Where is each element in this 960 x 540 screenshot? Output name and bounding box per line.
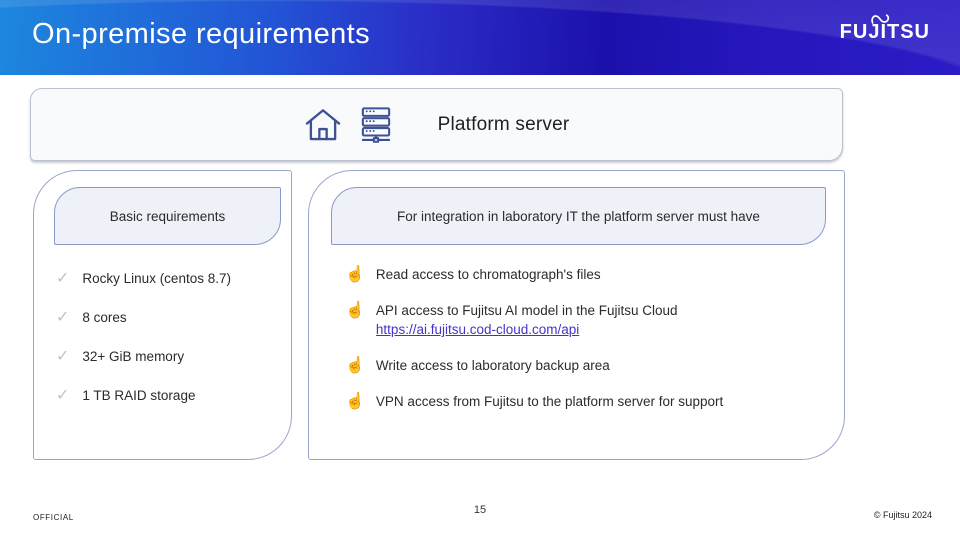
basic-requirements-header: Basic requirements <box>54 187 281 245</box>
requirement-text: 32+ GiB memory <box>82 347 184 366</box>
requirement-item: ✓ 32+ GiB memory <box>56 347 291 366</box>
title-banner: On-premise requirements FUJITSU <box>0 0 960 75</box>
integration-requirements-panel: For integration in laboratory IT the pla… <box>308 170 845 460</box>
slide-title: On-premise requirements <box>32 18 370 51</box>
home-icon <box>304 107 342 143</box>
requirement-item: ☝ API access to Fujitsu AI model in the … <box>345 301 844 339</box>
requirement-text: API access to Fujitsu AI model in the Fu… <box>376 301 678 339</box>
requirement-item: ☝ VPN access from Fujitsu to the platfor… <box>345 392 844 411</box>
integration-requirements-header: For integration in laboratory IT the pla… <box>331 187 826 245</box>
requirement-text: 1 TB RAID storage <box>82 386 195 405</box>
platform-server-box: Platform server <box>30 88 843 161</box>
basic-requirements-list: ✓ Rocky Linux (centos 8.7) ✓ 8 cores ✓ 3… <box>34 269 291 405</box>
check-icon: ✓ <box>56 308 69 327</box>
platform-server-label: Platform server <box>438 114 570 136</box>
basic-requirements-panel: Basic requirements ✓ Rocky Linux (centos… <box>33 170 292 460</box>
fujitsu-infinity-icon <box>870 13 894 25</box>
check-icon: ✓ <box>56 347 69 366</box>
tap-hand-icon: ☝ <box>345 392 365 411</box>
check-icon: ✓ <box>56 269 69 288</box>
requirement-text: Write access to laboratory backup area <box>376 356 610 375</box>
requirement-item: ☝ Read access to chromatograph's files <box>345 265 844 284</box>
tap-hand-icon: ☝ <box>345 356 365 375</box>
api-link[interactable]: https://ai.fujitsu.cod-cloud.com/api <box>376 322 579 337</box>
integration-requirements-title: For integration in laboratory IT the pla… <box>397 209 760 224</box>
fujitsu-logo: FUJITSU <box>840 22 930 43</box>
requirement-text: 8 cores <box>82 308 126 327</box>
requirement-item: ✓ 1 TB RAID storage <box>56 386 291 405</box>
requirement-item: ✓ 8 cores <box>56 308 291 327</box>
requirement-text: Rocky Linux (centos 8.7) <box>82 269 231 288</box>
requirement-text: VPN access from Fujitsu to the platform … <box>376 392 723 411</box>
check-icon: ✓ <box>56 386 69 405</box>
tap-hand-icon: ☝ <box>345 301 365 320</box>
basic-requirements-title: Basic requirements <box>110 209 226 224</box>
copyright: © Fujitsu 2024 <box>874 510 932 520</box>
integration-requirements-list: ☝ Read access to chromatograph's files ☝… <box>309 265 844 411</box>
requirement-item: ✓ Rocky Linux (centos 8.7) <box>56 269 291 288</box>
requirement-item: ☝ Write access to laboratory backup area <box>345 356 844 375</box>
requirement-text-line: API access to Fujitsu AI model in the Fu… <box>376 303 678 318</box>
requirement-text: Read access to chromatograph's files <box>376 265 601 284</box>
page-number: 15 <box>0 504 960 516</box>
tap-hand-icon: ☝ <box>345 265 365 284</box>
server-rack-icon <box>358 106 394 144</box>
